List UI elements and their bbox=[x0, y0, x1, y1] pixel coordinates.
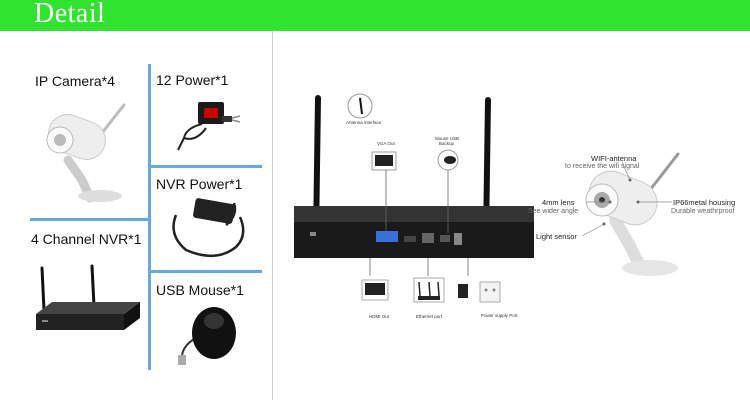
camera-callout-lines bbox=[581, 161, 672, 237]
backup-label: Backup bbox=[439, 141, 455, 146]
camera-diagram-image bbox=[585, 152, 680, 276]
nvr-power-label: NVR Power*1 bbox=[156, 176, 243, 192]
vga-out-label: VGA Out bbox=[377, 141, 395, 146]
nvr-power-adapter-image bbox=[172, 198, 245, 257]
usb-mouse-label: USB Mouse*1 bbox=[156, 282, 244, 298]
header-bar: Detail bbox=[0, 0, 750, 31]
antenna-interface-label: Antenna interface bbox=[346, 120, 382, 125]
header-title: Detail bbox=[34, 0, 106, 29]
housing-label: IP66metal housing bbox=[673, 198, 736, 207]
lens-sub-label: See wider angle bbox=[528, 208, 579, 215]
channel-nvr-label: 4 Channel NVR*1 bbox=[31, 231, 142, 247]
nvr-diagram-icons bbox=[347, 93, 501, 303]
usb-mouse-image bbox=[178, 307, 236, 365]
nvr-image-small bbox=[36, 264, 140, 330]
ip-camera-label: IP Camera*4 bbox=[35, 73, 115, 89]
mouse-usb-label: Mouse USB bbox=[435, 136, 460, 141]
light-sensor-label: Light sensor bbox=[536, 232, 577, 241]
power-12-label: 12 Power*1 bbox=[156, 72, 229, 88]
wifi-antenna-sub-label: to receive the wifi signal bbox=[565, 163, 640, 170]
lens-label: 4mm lens bbox=[542, 198, 575, 207]
ip-camera-image bbox=[46, 103, 126, 203]
nvr-diagram bbox=[294, 95, 534, 258]
panel-divider-vertical bbox=[148, 64, 151, 370]
hdmi-out-label: HDMI Out bbox=[369, 314, 390, 319]
vertical-divider bbox=[272, 31, 273, 400]
housing-sub-label: Durable weathrproof bbox=[671, 208, 735, 215]
power-12-adapter-image bbox=[177, 102, 241, 151]
wifi-antenna-label: WIFI-antenna bbox=[591, 154, 637, 163]
panel-divider-power-2 bbox=[150, 270, 262, 273]
panel-divider-power-1 bbox=[150, 165, 262, 168]
power-supply-port-label: Power supply Port bbox=[481, 313, 518, 318]
ethernet-port-label: Ethernet port bbox=[416, 314, 443, 319]
panel-divider-camera-nvr bbox=[30, 218, 150, 221]
